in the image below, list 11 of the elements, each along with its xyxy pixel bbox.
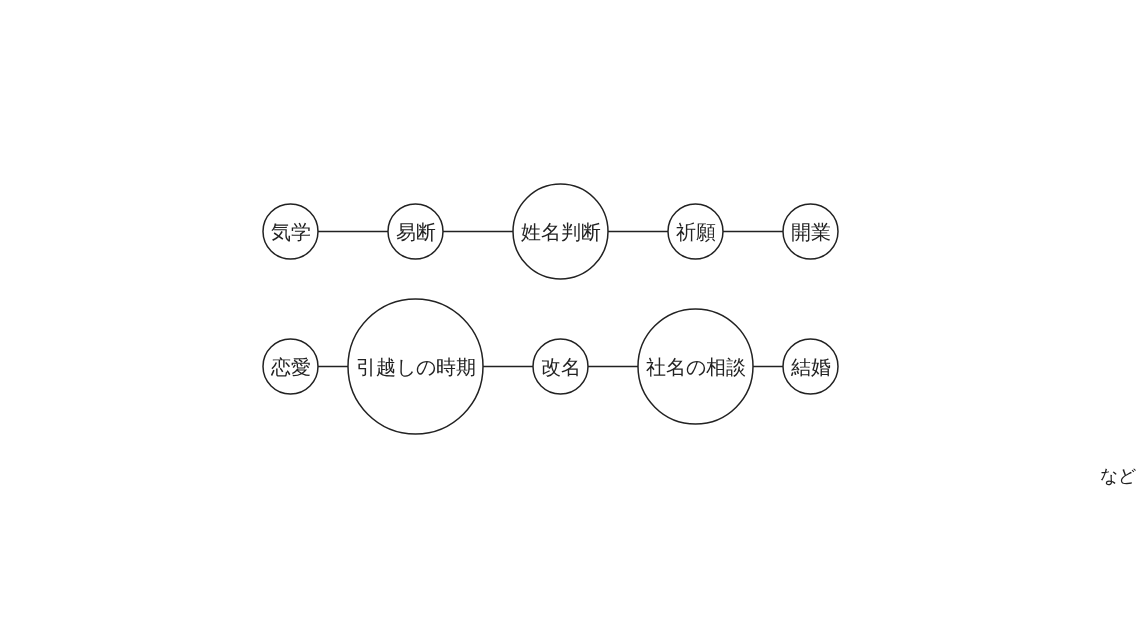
node-circle: 結婚 — [781, 338, 839, 395]
note-text: など — [1100, 465, 1136, 486]
node-circle: 姓名判断 — [511, 183, 609, 280]
node-circle: 気学 — [261, 203, 319, 260]
node-circle: 社名の相談 — [636, 308, 754, 425]
node-circle: 引越しの時期 — [346, 298, 484, 435]
node-circle: 開業 — [781, 203, 839, 260]
node-circle: 改名 — [531, 338, 589, 395]
node-circle: 易断 — [386, 203, 444, 260]
node-circle: 祈願 — [666, 203, 724, 260]
node-circle: 恋愛 — [261, 338, 319, 395]
